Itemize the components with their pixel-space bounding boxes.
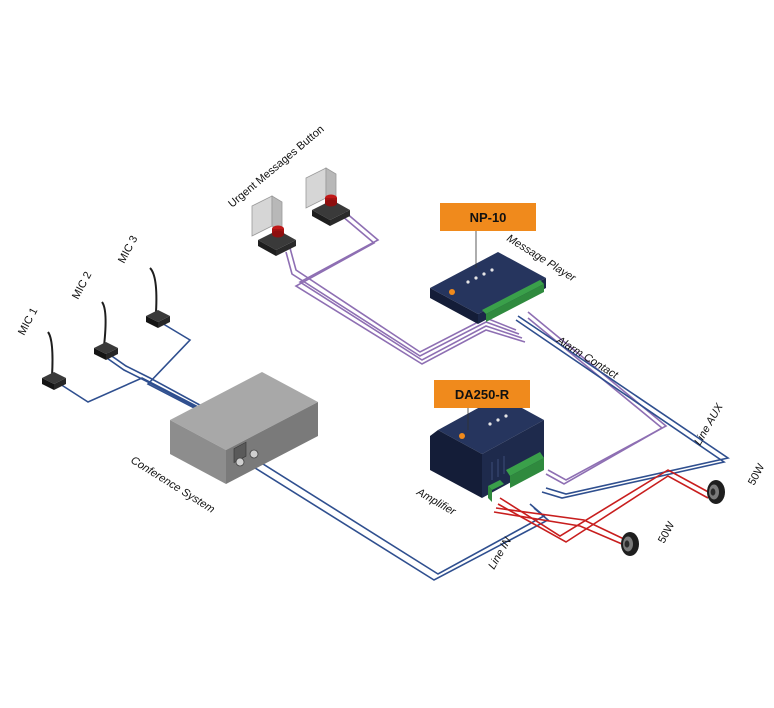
label-mic-3: MIC 3	[116, 234, 140, 266]
tag-da250r-text: DA250-R	[455, 387, 510, 402]
conference-connector	[233, 441, 259, 467]
label-mic-2: MIC 2	[70, 270, 94, 302]
conference-system	[170, 372, 318, 484]
mic-2	[94, 301, 118, 360]
urgent-button-2[interactable]	[305, 167, 350, 226]
label-speaker-center: 50W	[656, 519, 678, 545]
amplifier-da250r	[430, 396, 544, 502]
speaker-right	[707, 480, 725, 504]
tag-np10-box	[440, 203, 536, 231]
wires-alarm-contact	[527, 311, 668, 485]
urgent-button-1[interactable]	[251, 195, 296, 256]
wires-speakers	[493, 469, 713, 545]
label-mic-1: MIC 1	[16, 306, 40, 338]
message-player-np10	[430, 252, 546, 324]
tag-da250r-box	[434, 380, 530, 408]
label-alarm-contact: Alarm Contact	[554, 334, 621, 382]
label-speaker-right: 50W	[746, 461, 768, 487]
tag-np10: NP-10	[440, 203, 536, 268]
label-line-aux: Line AUX	[692, 401, 726, 447]
speaker-center	[621, 532, 639, 556]
mic-3	[146, 267, 170, 328]
mic-1	[42, 331, 66, 390]
wires-urgent-to-player	[285, 211, 526, 365]
label-line-in: Line IN	[486, 535, 514, 571]
wires-line-aux	[515, 315, 730, 499]
wires-mics	[59, 321, 210, 415]
tag-da250r: DA250-R	[434, 380, 530, 430]
label-amplifier: Amplifier	[414, 486, 459, 519]
tag-np10-text: NP-10	[470, 210, 507, 225]
